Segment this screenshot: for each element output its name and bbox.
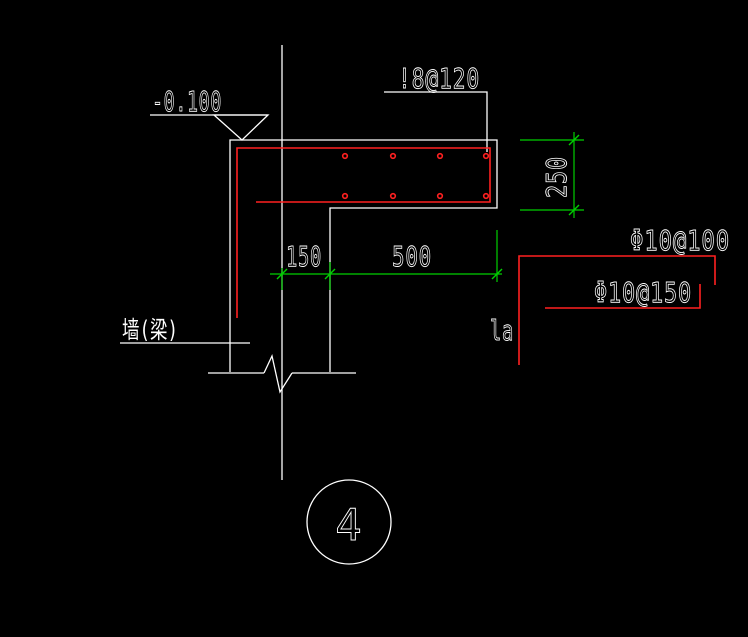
dimension-height: 250 xyxy=(520,132,584,218)
rebar-dot xyxy=(389,152,397,160)
rebar-lower-label: Φ10@150 xyxy=(594,276,692,309)
rebar-dot xyxy=(389,192,397,200)
anchorage-label: la xyxy=(490,314,514,347)
wall-label-group: 墙(梁) xyxy=(120,316,250,344)
wall-label: 墙(梁) xyxy=(122,316,178,344)
dim-slab-label: 500 xyxy=(392,240,432,273)
top-rebar-leader: !8@120 xyxy=(384,62,488,152)
elevation-marker: -0.100 xyxy=(150,85,270,141)
dim-height-label: 250 xyxy=(540,156,573,198)
rebar-dot xyxy=(482,192,490,200)
concrete-outline xyxy=(208,139,498,394)
dim-wall-label: 150 xyxy=(286,240,322,273)
rebar-dot xyxy=(436,152,444,160)
top-rebar-label: !8@120 xyxy=(398,62,480,95)
rebar-dot xyxy=(341,192,349,200)
rebar-dot xyxy=(341,152,349,160)
detail-number-marker: 4 xyxy=(306,479,392,565)
rebar-cage xyxy=(236,147,491,318)
dimension-horizontal: 150 500 xyxy=(270,230,503,290)
rebar-dot xyxy=(482,152,490,160)
rebar-upper-label: Φ10@100 xyxy=(630,224,730,257)
rebar-legend: Φ10@100 Φ10@150 la xyxy=(490,224,730,365)
rebar-dot xyxy=(436,192,444,200)
detail-number: 4 xyxy=(335,500,363,551)
elevation-label: -0.100 xyxy=(152,85,222,118)
break-line-symbol xyxy=(263,354,293,394)
